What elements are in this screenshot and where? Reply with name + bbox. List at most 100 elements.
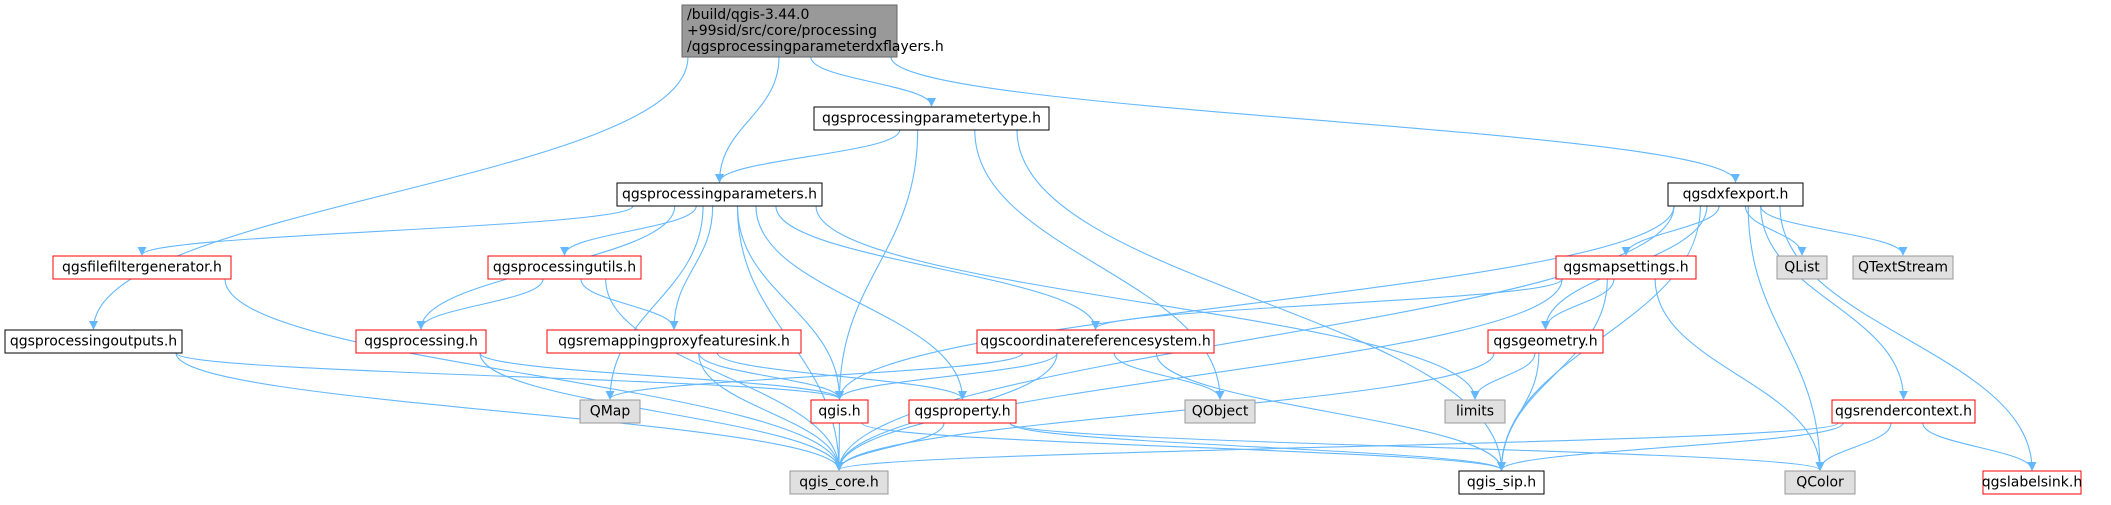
edge-params-to-remapping xyxy=(669,205,714,330)
edge-mapsettings-to-core xyxy=(834,278,1563,471)
node-label: qgsrendercontext.h xyxy=(1835,404,1972,420)
edge-processing-to-core xyxy=(479,352,844,471)
node-labelsink[interactable]: qgslabelsink.h xyxy=(1982,470,2082,495)
edge-dxfexport-to-qlist xyxy=(1744,205,1807,256)
node-sip[interactable]: qgis_sip.h xyxy=(1458,470,1545,495)
edge-filefilter-to-core xyxy=(224,278,844,471)
edge-root-to-dxfexport xyxy=(890,56,1740,183)
node-label: qgsmapsettings.h xyxy=(1563,260,1688,276)
node-label: qgis_core.h xyxy=(799,475,879,491)
node-label: QList xyxy=(1784,260,1820,276)
edge-crs-to-sip xyxy=(1155,352,1506,471)
edge-params-to-qmap xyxy=(605,205,704,400)
dependency-edges xyxy=(89,56,2037,471)
node-remapping[interactable]: qgsremappingproxyfeaturesink.h xyxy=(546,329,802,354)
node-box xyxy=(810,399,869,424)
node-paramtype[interactable]: qgsprocessingparametertype.h xyxy=(813,106,1050,131)
node-label: +99sid/src/core/processing xyxy=(687,23,877,39)
node-box xyxy=(579,399,641,424)
node-qgis[interactable]: qgis.h xyxy=(810,399,869,424)
edge-property-to-qcolor xyxy=(1009,422,1825,471)
edge-mapsettings-to-crs xyxy=(1091,278,1563,330)
edge-remapping-to-core xyxy=(698,352,844,471)
node-dxfexport[interactable]: qgsdxfexport.h xyxy=(1667,182,1804,207)
node-limits: limits xyxy=(1444,399,1506,424)
node-label: qgsproperty.h xyxy=(914,404,1010,420)
edge-params-to-filefilter xyxy=(137,205,634,256)
node-label: qgsremappingproxyfeaturesink.h xyxy=(558,334,790,350)
node-label: qgsdxfexport.h xyxy=(1683,187,1789,203)
edge-params-to-crs xyxy=(775,205,1100,330)
edge-rendercontext-to-core xyxy=(834,422,1839,471)
edge-params-to-qgis xyxy=(736,205,844,400)
edge-params-to-limits xyxy=(815,205,1480,400)
node-box xyxy=(789,470,889,495)
node-label: qgsfilefiltergenerator.h xyxy=(62,260,222,276)
node-label: qgis_sip.h xyxy=(1467,475,1536,491)
node-label: qgslabelsink.h xyxy=(1982,475,2082,491)
node-qtextstream: QTextStream xyxy=(1852,255,1954,280)
node-box xyxy=(1852,255,1954,280)
edge-utils-to-processing xyxy=(416,278,544,330)
node-box xyxy=(1831,399,1976,424)
node-box xyxy=(1667,182,1804,207)
node-property[interactable]: qgsproperty.h xyxy=(908,399,1017,424)
node-geometry[interactable]: qgsgeometry.h xyxy=(1487,329,1604,354)
edge-outputs-to-qgis xyxy=(175,352,844,400)
node-outputs[interactable]: qgsprocessingoutputs.h xyxy=(4,329,183,354)
edge-dxfexport-to-mapsettings xyxy=(1621,205,1720,256)
node-core: qgis_core.h xyxy=(789,470,889,495)
edge-geometry-to-sip xyxy=(1497,352,1540,471)
node-qmap: QMap xyxy=(579,399,641,424)
edge-utils-to-core xyxy=(605,278,844,471)
node-box xyxy=(1184,399,1256,424)
node-params[interactable]: qgsprocessingparameters.h xyxy=(616,182,823,207)
node-box xyxy=(52,255,232,280)
edge-property-to-sip xyxy=(1009,422,1506,471)
node-rendercontext[interactable]: qgsrendercontext.h xyxy=(1831,399,1976,424)
edge-dxfexport-to-core xyxy=(834,205,1675,471)
edge-root-to-paramtype xyxy=(810,56,936,107)
node-box xyxy=(1784,470,1856,495)
edge-root-to-outputs xyxy=(89,56,689,330)
node-utils[interactable]: qgsprocessingutils.h xyxy=(487,255,642,280)
edge-paramtype-to-params xyxy=(715,129,901,183)
edge-dxfexport-to-qgis xyxy=(835,205,1675,400)
edge-remapping-to-qgis xyxy=(698,352,844,400)
node-label: QObject xyxy=(1192,404,1249,420)
edge-rendercontext-to-sip xyxy=(1497,422,1844,471)
node-label: /qgsprocessingparameterdxflayers.h xyxy=(687,39,944,55)
edge-rendercontext-to-labelsink xyxy=(1922,422,2037,471)
node-label: qgsprocessingparametertype.h xyxy=(822,111,1041,127)
header-nodes: /build/qgis-3.44.0+99sid/src/core/proces… xyxy=(4,4,2082,495)
node-box xyxy=(681,4,898,58)
node-mapsettings[interactable]: qgsmapsettings.h xyxy=(1555,255,1697,280)
edge-mapsettings-to-qcolor xyxy=(1654,278,1825,471)
node-label: qgsprocessingutils.h xyxy=(493,260,636,276)
node-label: QColor xyxy=(1796,475,1844,491)
node-box xyxy=(1555,255,1697,280)
edge-processing-to-qgis xyxy=(479,352,844,400)
node-root: /build/qgis-3.44.0+99sid/src/core/proces… xyxy=(681,4,944,58)
edge-paramtype-to-sip xyxy=(1016,129,1506,471)
edge-dxfexport-to-qcolor xyxy=(1747,205,1825,471)
node-label: qgsgeometry.h xyxy=(1493,334,1597,350)
node-label: QMap xyxy=(590,404,631,420)
node-box xyxy=(4,329,183,354)
node-box xyxy=(1776,255,1828,280)
node-filefilter[interactable]: qgsfilefiltergenerator.h xyxy=(52,255,232,280)
node-label: limits xyxy=(1456,404,1494,420)
node-crs[interactable]: qgscoordinatereferencesystem.h xyxy=(976,329,1215,354)
edge-dxfexport-to-labelsink xyxy=(1779,205,2037,471)
edge-geometry-to-limits xyxy=(1470,352,1536,400)
node-processing[interactable]: qgsprocessing.h xyxy=(355,329,487,354)
edge-geometry-to-core xyxy=(834,352,1495,471)
edge-crs-to-qmap xyxy=(605,352,1024,400)
node-label: qgsprocessing.h xyxy=(364,334,478,350)
edge-remapping-to-property xyxy=(716,352,967,400)
edge-crs-to-qgis xyxy=(835,352,1058,400)
node-box xyxy=(813,106,1050,131)
node-box xyxy=(976,329,1215,354)
edge-paramtype-to-qobject xyxy=(974,129,1225,400)
